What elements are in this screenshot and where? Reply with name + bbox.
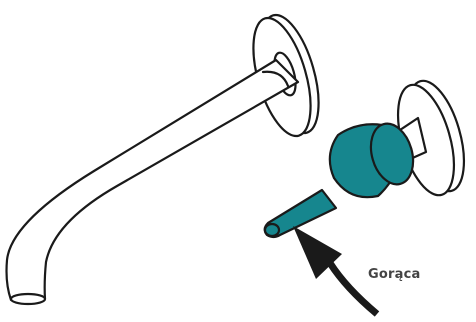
spout-end-cap bbox=[9, 292, 47, 306]
mixer-assembly bbox=[263, 79, 466, 239]
arrow-head bbox=[293, 226, 342, 279]
hot-water-label: Gorąca bbox=[368, 267, 421, 282]
spout-joint-ring bbox=[261, 70, 290, 88]
spout-pipe bbox=[5, 58, 300, 302]
lever-tip bbox=[263, 222, 281, 238]
mixer-handle-face bbox=[369, 122, 415, 186]
spout-assembly bbox=[5, 13, 320, 306]
arrow-shaft bbox=[327, 261, 380, 317]
rotation-arrow bbox=[293, 226, 380, 317]
